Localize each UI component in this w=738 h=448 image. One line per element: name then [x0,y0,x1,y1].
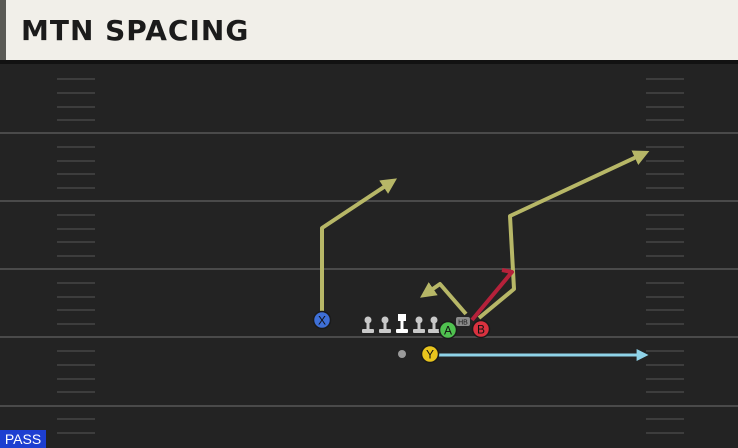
lineman-icon [379,316,391,333]
ball-icon [398,350,406,358]
route-x [320,178,398,311]
player-b[interactable]: B [471,319,491,339]
player-y-label: Y [426,348,434,362]
yard-lines [0,132,738,407]
lineman-icon [413,316,425,333]
hash-marks-right [646,78,684,434]
center-icon [396,314,408,333]
title-bar-shadow [0,60,738,64]
player-x-label: X [318,314,326,328]
player-x[interactable]: X [312,310,332,330]
player-b-label: B [477,323,485,337]
hash-marks-left [57,78,95,434]
hb-tag[interactable]: HB [456,317,470,327]
player-a[interactable]: A [438,320,458,340]
player-a-label: A [444,324,452,338]
play-field: X A B Y HB [0,78,738,434]
player-y[interactable]: Y [420,344,440,364]
route-a [420,282,468,316]
lineman-icon [428,316,440,333]
hb-tag-label: HB [458,320,468,327]
play-title-bar: MTN SPACING [0,0,738,60]
route-hb-block [470,268,514,322]
offensive-line [362,314,440,333]
lineman-icon [362,316,374,333]
route-b [477,150,650,320]
play-title: MTN SPACING [21,14,250,47]
play-type-badge: PASS [0,430,46,448]
